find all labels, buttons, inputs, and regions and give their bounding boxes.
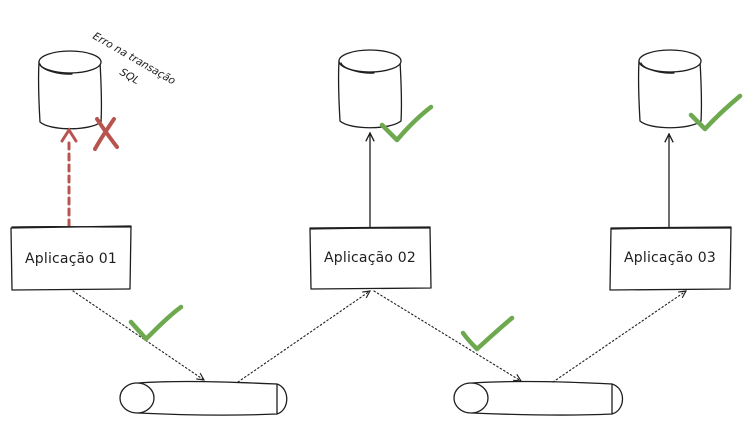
db03-success-check-icon — [688, 93, 743, 132]
message-queue-01-icon — [119, 380, 288, 416]
queue02-app03-connection — [552, 291, 686, 383]
application-03-label: Aplicação 03 — [624, 250, 716, 266]
error-note-line-2: SQL — [118, 66, 142, 87]
database-01-icon — [37, 50, 103, 130]
application-02-label: Aplicação 02 — [324, 250, 416, 266]
application-02-box: Aplicação 02 — [309, 226, 432, 290]
app01-queue-success-check-icon — [128, 304, 184, 342]
application-03-box: Aplicação 03 — [609, 226, 732, 291]
application-01-box: Aplicação 01 — [10, 225, 132, 291]
app02-queue02-connection — [373, 290, 521, 381]
queue01-app02-connection — [237, 291, 370, 383]
application-01-label: Aplicação 01 — [25, 251, 117, 267]
message-queue-02-icon — [453, 380, 624, 416]
failed-connection-arrowhead — [60, 127, 78, 143]
database-03-icon — [637, 49, 703, 129]
database-02-icon — [337, 49, 403, 129]
error-cross-icon — [93, 117, 119, 151]
app02-queue-success-check-icon — [460, 315, 515, 352]
db02-success-check-icon — [379, 104, 434, 143]
app01-queue01-connection — [72, 290, 204, 380]
error-note: Erro na transação SQL — [91, 30, 178, 87]
